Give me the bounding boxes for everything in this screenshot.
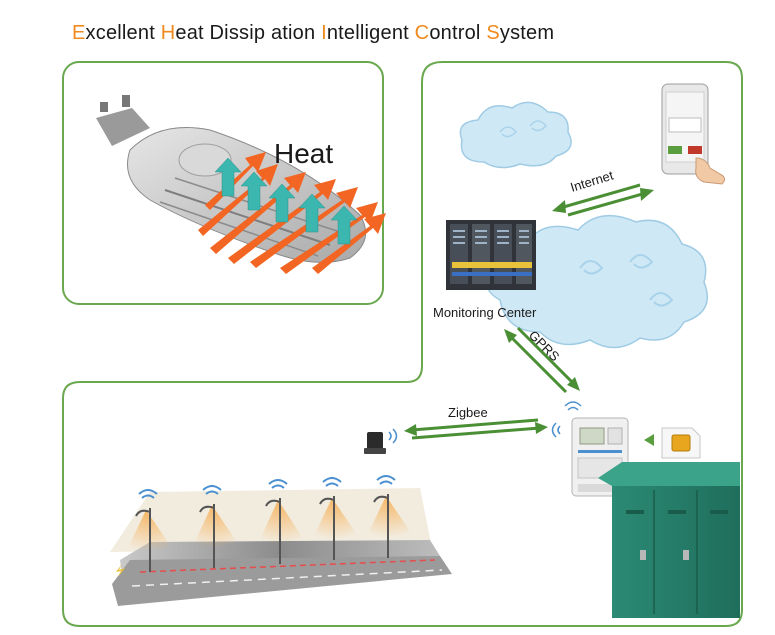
heat-panel-frame: [62, 61, 384, 305]
title-part: Control: [414, 22, 487, 44]
heat-label: Heat: [274, 138, 333, 169]
smartphone-icon: [661, 83, 726, 185]
smart-street-lights-road: [110, 475, 452, 606]
monitoring-center-label: Monitoring Center: [433, 305, 537, 320]
title-part: System: [486, 22, 555, 44]
wireless-signal-icon: [551, 401, 582, 438]
title-part: Excellent: [72, 22, 161, 44]
monitoring-center-image: [446, 220, 536, 290]
internet-cloud: [459, 101, 572, 169]
gprs-link-arrows: [504, 326, 580, 394]
zigbee-label: Zigbee: [448, 405, 488, 420]
internet-link-arrows: [552, 183, 654, 217]
airflow-arrows: [214, 157, 358, 245]
system-frame: [62, 61, 743, 627]
title-part: Heat Dissip ation: [160, 22, 322, 44]
sim-card-icon: [644, 427, 701, 459]
zigbee-node-device-icon: [364, 428, 398, 454]
title-part: Intelligent: [321, 22, 415, 44]
diagram-title: Excellent Heat Dissip ation Intelligent …: [72, 22, 554, 45]
internet-label: Internet: [568, 168, 615, 195]
zigbee-link-arrows: [404, 418, 548, 440]
power-cabinet-icon: [598, 462, 740, 618]
